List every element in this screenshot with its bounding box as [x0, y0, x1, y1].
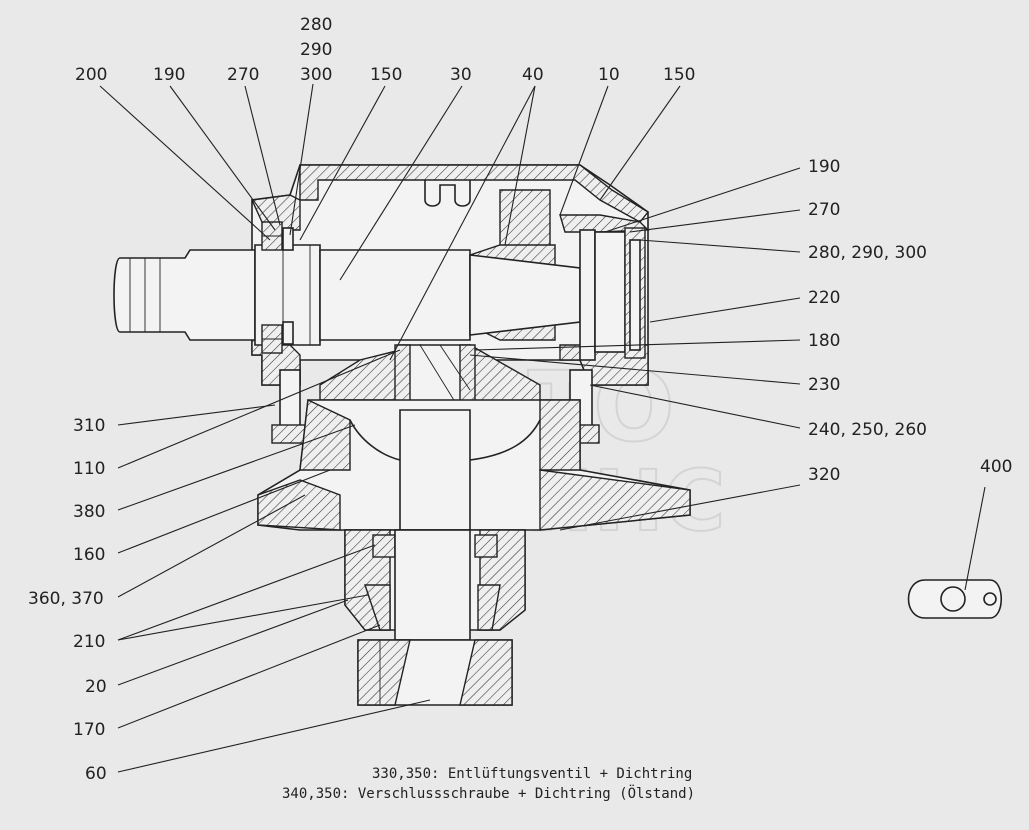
callout-220: 220 — [808, 288, 840, 308]
callout-40: 40 — [522, 65, 544, 85]
callout-150-top-left: 150 — [370, 65, 402, 85]
callout-180: 180 — [808, 331, 840, 351]
callout-150-top-right: 150 — [663, 65, 695, 85]
callout-labels: 200 190 270 280 290 300 150 30 40 10 150… — [28, 15, 1012, 784]
callout-60: 60 — [85, 764, 107, 784]
callout-300-top: 300 — [300, 65, 332, 85]
legend-line-2: 340,350: Verschlussschraube + Dichtring … — [282, 784, 695, 802]
callout-310: 310 — [73, 416, 105, 436]
part-400-plate — [907, 579, 1002, 619]
seal-left — [261, 221, 294, 354]
legend-line-1: 330,350: Entlüftungsventil + Dichtring — [372, 766, 692, 782]
callout-20: 20 — [85, 677, 107, 697]
callout-190-right: 190 — [808, 157, 840, 177]
callout-30: 30 — [450, 65, 472, 85]
callout-110: 110 — [73, 459, 105, 479]
callout-200: 200 — [75, 65, 107, 85]
cover-right — [579, 227, 646, 361]
callout-400: 400 — [980, 457, 1012, 477]
callout-230: 230 — [808, 375, 840, 395]
callout-160: 160 — [73, 545, 105, 565]
leader-lines — [99, 83, 986, 773]
callout-270-top: 270 — [227, 65, 259, 85]
bearing-housing-lower — [344, 529, 526, 641]
callout-320: 320 — [808, 465, 840, 485]
callout-290-top: 290 — [300, 40, 332, 60]
housing-vertical — [257, 398, 691, 531]
callout-270-right: 270 — [808, 200, 840, 220]
legend: 330,350: Entlüftungsventil + Dichtring 3… — [282, 766, 695, 802]
input-shaft — [113, 244, 581, 346]
callout-380: 380 — [73, 502, 105, 522]
callout-280-top: 280 — [300, 15, 332, 35]
callout-190-top: 190 — [153, 65, 185, 85]
callout-280-290-300-right: 280, 290, 300 — [808, 243, 927, 263]
output-flange — [357, 639, 513, 706]
callout-170: 170 — [73, 720, 105, 740]
callout-360-370: 360, 370 — [28, 589, 104, 609]
callout-210: 210 — [73, 632, 105, 652]
callout-240-250-260: 240, 250, 260 — [808, 420, 927, 440]
callout-10: 10 — [598, 65, 620, 85]
